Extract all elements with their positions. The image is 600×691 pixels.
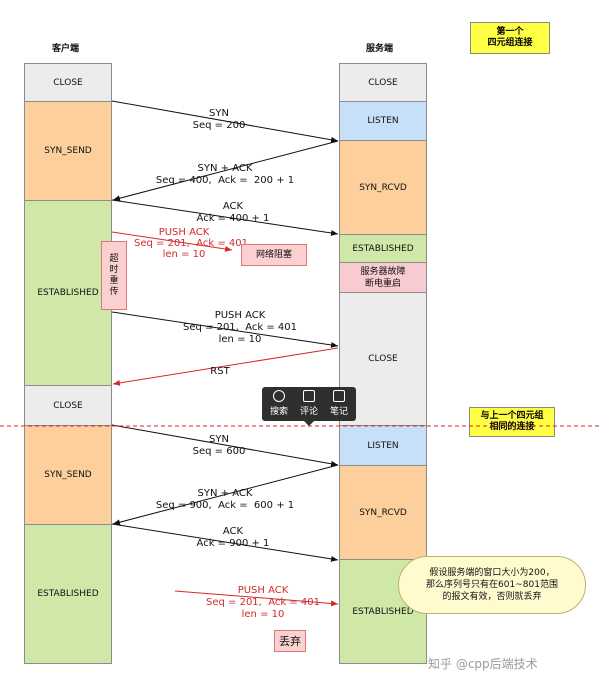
arrow-synack-1 bbox=[112, 140, 339, 202]
timeout-retransmit-label: 超时重传 bbox=[109, 253, 119, 297]
server-header: 服务端 bbox=[366, 44, 394, 54]
label-synack-2: SYN + ACK Seq = 900, Ack = 600 + 1 bbox=[155, 488, 295, 511]
server-state-close-1: CLOSE bbox=[339, 63, 427, 102]
toolbar-notes[interactable]: 笔记 bbox=[324, 390, 354, 417]
floating-toolbar: 搜索 评论 笔记 bbox=[262, 387, 356, 421]
toolbar-pointer bbox=[304, 421, 314, 426]
label-push-old: PUSH ACK Seq = 201, Ack = 401 len = 10 bbox=[206, 585, 320, 620]
server-state-listen-1: LISTEN bbox=[339, 101, 427, 141]
timeout-retransmit-box: 超时重传 bbox=[101, 241, 127, 310]
watermark: 知乎 @cpp后端技术 bbox=[428, 657, 538, 671]
arrow-push-old bbox=[174, 590, 339, 607]
comment-icon bbox=[303, 390, 315, 402]
client-state-syn-send-1: SYN_SEND bbox=[24, 101, 112, 201]
search-icon bbox=[273, 390, 285, 402]
arrow-ack-1 bbox=[111, 199, 339, 236]
toolbar-comment-label: 评论 bbox=[299, 407, 318, 417]
network-block-box: 网络阻塞 bbox=[241, 244, 307, 266]
client-header: 客户端 bbox=[52, 44, 80, 54]
arrow-rst bbox=[112, 347, 339, 386]
arrow-syn-1 bbox=[111, 100, 339, 143]
label-synack-1: SYN + ACK Seq = 400, Ack = 200 + 1 bbox=[155, 163, 295, 186]
label-ack-2: ACK Ack = 900 + 1 bbox=[196, 526, 270, 549]
first-connection-tag: 第一个 四元组连接 bbox=[470, 22, 550, 54]
toolbar-search[interactable]: 搜索 bbox=[264, 390, 294, 417]
client-state-close-2: CLOSE bbox=[24, 385, 112, 426]
label-ack-1: ACK Ack = 400 + 1 bbox=[196, 201, 270, 224]
window-note: 假设服务端的窗口大小为200， 那么序列号只有在601~801范围 的报文有效，… bbox=[398, 556, 586, 614]
toolbar-comment[interactable]: 评论 bbox=[294, 390, 324, 417]
arrow-syn-2 bbox=[111, 424, 339, 467]
arrow-ack-2 bbox=[111, 523, 339, 562]
discard-box: 丢弃 bbox=[274, 630, 306, 652]
client-state-established-1: ESTABLISHED bbox=[24, 200, 112, 386]
toolbar-notes-label: 笔记 bbox=[329, 407, 348, 417]
client-state-close-1: CLOSE bbox=[24, 63, 112, 102]
same-connection-tag: 与上一个四元组 相同的连接 bbox=[469, 407, 555, 437]
client-state-established-2: ESTABLISHED bbox=[24, 524, 112, 664]
arrow-synack-2 bbox=[112, 464, 339, 526]
arrow-push-retry bbox=[111, 311, 339, 348]
label-rst: RST bbox=[210, 366, 230, 377]
label-push-retry: PUSH ACK Seq = 201, Ack = 401 len = 10 bbox=[183, 310, 297, 345]
label-push-lost: PUSH ACK Seq = 201, Ack = 401 len = 10 bbox=[134, 227, 248, 260]
server-state-listen-2: LISTEN bbox=[339, 425, 427, 466]
server-state-syn-rcvd-1: SYN_RCVD bbox=[339, 140, 427, 235]
server-state-syn-rcvd-2: SYN_RCVD bbox=[339, 465, 427, 560]
toolbar-search-label: 搜索 bbox=[269, 407, 288, 417]
label-syn-1: SYN Seq = 200 bbox=[192, 108, 246, 131]
notes-icon bbox=[333, 390, 345, 402]
client-state-syn-send-2: SYN_SEND bbox=[24, 425, 112, 525]
arrow-push-lost bbox=[111, 231, 233, 252]
label-syn-2: SYN Seq = 600 bbox=[192, 434, 246, 457]
